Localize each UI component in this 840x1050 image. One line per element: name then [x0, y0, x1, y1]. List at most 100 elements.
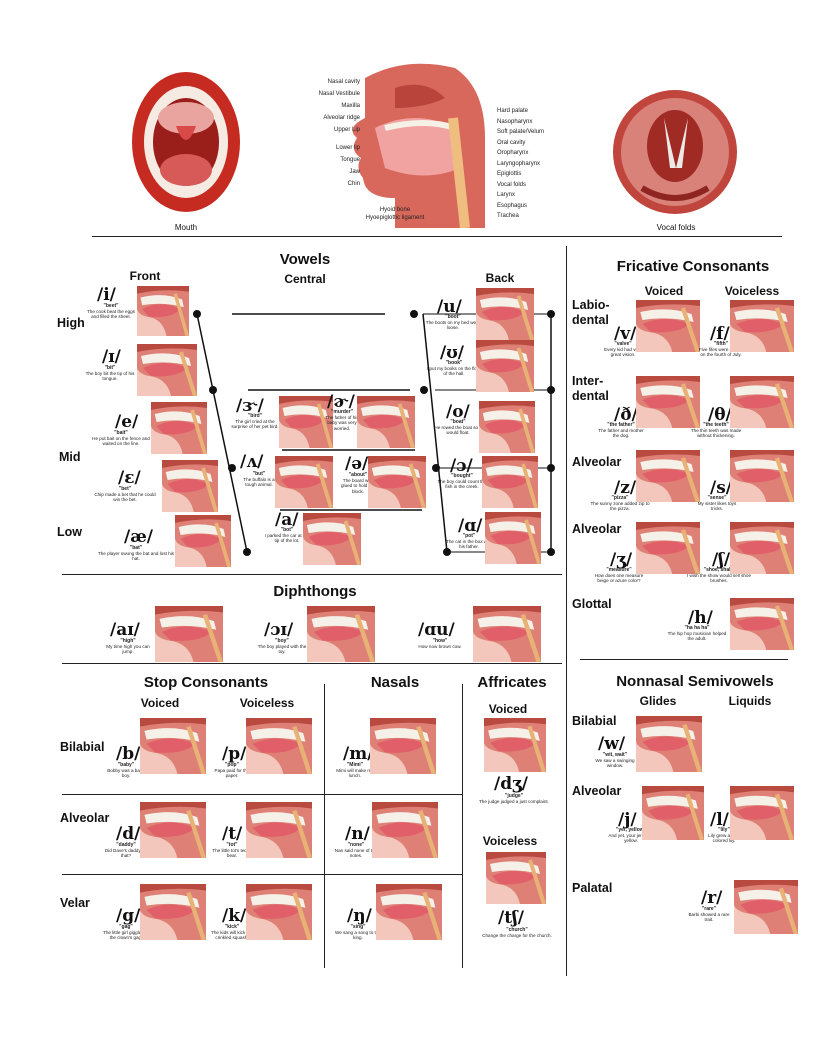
mouth-diagram — [246, 884, 312, 941]
vowel-dot — [193, 310, 201, 318]
phoneme-caption: "yet, yellow"And yet, your jersey is yel… — [608, 827, 654, 844]
fricatives-voiced-label: Voiced — [644, 284, 684, 298]
phoneme-caption: "beet"The cook beat the eggs and filled … — [86, 303, 135, 320]
stops-row-divider-2 — [62, 874, 462, 875]
stops-voiceless-label: Voiceless — [239, 696, 295, 710]
phoneme-symbol: /h/ — [688, 608, 713, 628]
semivowels-glides-label: Glides — [639, 694, 677, 708]
vowel-dot — [432, 464, 440, 472]
mouth-diagram — [730, 522, 794, 575]
mouth-diagram — [476, 340, 534, 393]
vowels-back-label: Back — [485, 271, 515, 285]
phoneme-caption: "murder"The father of his baby was very … — [325, 409, 359, 431]
stops-title: Stop Consonants — [143, 674, 269, 691]
mouth-diagram — [370, 718, 436, 775]
phoneme-caption: "bait"He put bait on the fence and waite… — [92, 430, 150, 447]
mouth-diagram — [730, 786, 794, 841]
phoneme-symbol: /p/ — [222, 744, 247, 764]
phoneme-symbol: /ʌ/ — [240, 452, 264, 472]
anatomy-labels-left: Nasal cavity Nasal Vestibule Maxilla Alv… — [318, 79, 360, 187]
mouth-diagram — [730, 598, 794, 651]
mouth-diagram — [175, 515, 231, 568]
phoneme-caption: "sing"We sang a song to the king. — [335, 924, 381, 941]
fricatives-alveolar-label-2: Alveolar — [572, 522, 622, 536]
vocal-folds-label: Vocal folds — [656, 223, 696, 232]
mouth-diagram — [730, 450, 794, 503]
stops-velar-label: Velar — [60, 896, 90, 910]
mouth-diagram — [476, 288, 534, 341]
vowels-title: Vowels — [279, 251, 331, 268]
affricates-title: Affricates — [477, 674, 547, 691]
vowels-mid-label: Mid — [59, 450, 81, 464]
fricative-divider — [580, 659, 788, 660]
mouth-diagram — [303, 513, 361, 566]
vowel-divider — [62, 574, 562, 575]
fricatives-labiodental-label: Labio- dental — [572, 298, 610, 327]
phoneme-caption: "bat"The player swung the bat and lost h… — [97, 545, 175, 562]
mouth-diagram — [636, 300, 700, 353]
phoneme-caption: "bit"The boy bit the tip of his tongue. — [85, 365, 135, 382]
mouth-diagram — [140, 884, 206, 941]
phoneme-caption: "baby"Bobby was a baby boy. — [107, 762, 145, 779]
phoneme-symbol: /ɑ/ — [458, 516, 483, 536]
phoneme-caption: "boy"The boy played with the toy. — [257, 638, 307, 655]
vowel-dot — [547, 464, 555, 472]
phoneme-caption: "gag"The little girl giggled at the clow… — [103, 924, 149, 941]
mouth-diagram — [642, 786, 704, 841]
phoneme-symbol: /n/ — [345, 824, 370, 844]
phoneme-symbol: /u/ — [437, 297, 462, 317]
mouth-diagram — [357, 396, 415, 449]
fricatives-voiceless-label: Voiceless — [724, 284, 780, 298]
mouth-diagram — [636, 522, 700, 575]
semivowels-liquids-label: Liquids — [728, 694, 772, 708]
phoneme-symbol: /z/ — [614, 478, 637, 498]
phoneme-symbol: /ɑu/ — [418, 620, 455, 640]
phoneme-caption: "church"Change the charge for the church… — [482, 927, 552, 939]
phoneme-caption: "pot"The cat in the box was his father. — [446, 533, 492, 550]
mouth-diagram — [484, 718, 546, 773]
fricatives-interdental-label: Inter- dental — [572, 374, 609, 403]
mouth-diagram — [479, 401, 535, 454]
phoneme-symbol: /e/ — [115, 412, 139, 432]
anatomy-labels-bottom: Hyoid bone Hyoepiglottic ligament — [365, 207, 425, 221]
phoneme-caption: "lily"Lily grew a light colored lily. — [708, 827, 740, 844]
mouth-diagram — [482, 456, 538, 509]
phoneme-caption: "bought"The boy could count the fish in … — [437, 473, 487, 490]
phoneme-caption: "valve"Every kid had very great vision. — [604, 341, 642, 358]
phoneme-caption: "how"How now brown cow. — [418, 638, 462, 650]
affricates-voiced-label: Voiced — [488, 702, 528, 716]
affricates-voiceless-label: Voiceless — [482, 834, 538, 848]
mouth-diagram — [636, 716, 702, 773]
stops-voiced-label: Voiced — [140, 696, 180, 710]
phoneme-caption: "wit, wait"We saw a swinging window. — [595, 752, 635, 769]
phoneme-symbol: /g/ — [116, 906, 141, 926]
phoneme-caption: "tot"The little tot's teddy bear. — [212, 842, 252, 859]
phoneme-symbol: /a/ — [275, 510, 299, 530]
phoneme-caption: "fifth"Five fifes were played on the fou… — [698, 341, 744, 358]
mouth-diagram — [246, 802, 312, 859]
phoneme-caption: "boat"He rowed the boat so it would floa… — [434, 419, 482, 436]
mouth-diagram — [485, 512, 541, 565]
vowel-dot — [228, 464, 236, 472]
phoneme-symbol: /f/ — [710, 324, 730, 344]
semivowels-bilabial-label: Bilabial — [572, 714, 617, 728]
stops-bilabial-label: Bilabial — [60, 740, 105, 754]
phoneme-symbol: /k/ — [222, 906, 247, 926]
phoneme-caption: "measure"How does one measure beige or a… — [594, 567, 644, 584]
phoneme-symbol: /ʃ/ — [712, 550, 731, 570]
diphthong-divider — [62, 663, 562, 664]
phoneme-caption: "shoe, shall"I wish the show would sell … — [686, 567, 752, 584]
phoneme-symbol: /tʃ/ — [498, 908, 524, 928]
phoneme-symbol: /ɔɪ/ — [264, 620, 294, 640]
vowel-dot — [410, 310, 418, 318]
phoneme-symbol: /l/ — [710, 810, 729, 830]
phoneme-symbol: /j/ — [618, 810, 637, 830]
mouth-diagram — [376, 884, 442, 941]
mouth-diagram — [730, 300, 794, 353]
phoneme-caption: "book"I put my books on the floor of the… — [426, 360, 482, 377]
mouth-diagram — [155, 606, 223, 663]
mouth-diagram — [140, 802, 206, 859]
phoneme-caption: "kick"The kids will kick the crinkled sq… — [211, 924, 253, 941]
semivowels-title: Nonnasal Semivowels — [616, 673, 774, 690]
phoneme-caption: "boot"The boots on my bed were loose. — [425, 314, 481, 331]
